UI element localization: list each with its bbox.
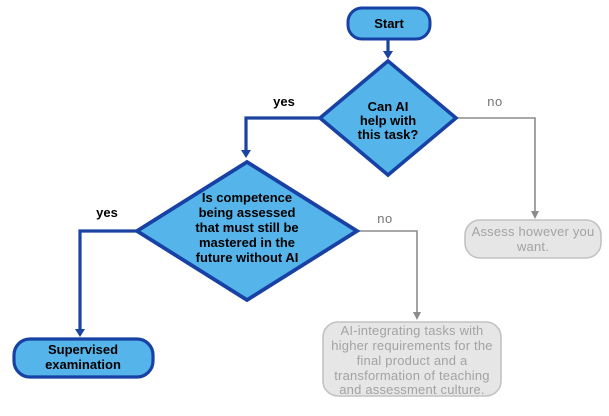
arrowhead-down-icon — [241, 150, 251, 158]
arrowhead-down-icon — [75, 329, 85, 337]
ai-integrating-node-shape — [322, 321, 502, 397]
edge-decision2-yes — [75, 229, 137, 337]
supervised-line2: examination — [45, 357, 121, 372]
decision1-line1: Can AI — [368, 99, 409, 114]
ai-integrating-line4: transformation of teaching — [334, 368, 490, 383]
edge-label-yes-1: yes — [273, 94, 295, 109]
decision-node-can-ai-help: Can AI help with this task? — [317, 58, 459, 178]
start-node: Start — [346, 6, 432, 41]
decision2-line5: future without AI — [196, 250, 299, 265]
edge-start-to-decision1 — [383, 39, 393, 59]
decision-diamond-shape — [133, 159, 361, 303]
edge-line — [357, 230, 418, 312]
edge-label-no-1: no — [487, 94, 502, 109]
edge-line — [456, 117, 536, 211]
decision2-line4: mastered in the — [199, 235, 295, 250]
ai-integrating-line2: higher requirements for the — [331, 338, 492, 353]
assess-however-node: Assess however you want. — [464, 219, 602, 259]
edge-label-yes-2: yes — [96, 205, 118, 220]
edge-label-no-2: no — [377, 211, 392, 226]
ai-integrating-node: AI-integrating tasks with higher require… — [322, 321, 502, 397]
assess-line1: Assess however you — [472, 224, 595, 239]
decision-diamond-shape — [317, 58, 459, 178]
assess-line2: want. — [516, 239, 549, 254]
arrowhead-down-icon — [413, 312, 421, 320]
ai-integrating-line1: AI-integrating tasks with — [340, 323, 483, 338]
arrowhead-down-icon — [531, 211, 539, 219]
ai-integrating-line5: and assessment culture. — [339, 382, 485, 397]
edge-line — [78, 229, 137, 329]
supervised-examination-node: Supervised examination — [12, 337, 155, 379]
arrowhead-down-icon — [383, 51, 393, 59]
decision2-line3: that must still be — [195, 220, 298, 235]
edge-decision2-no — [357, 230, 421, 320]
start-node-label: Start — [374, 16, 404, 31]
edge-decision1-no — [456, 117, 539, 219]
ai-integrating-line3: final product and a — [357, 353, 468, 368]
decision2-line1: Is competence — [202, 190, 292, 205]
edge-decision1-yes — [241, 116, 319, 158]
decision1-line2: help with — [360, 113, 416, 128]
supervised-line1: Supervised — [48, 342, 118, 357]
supervised-node-shape — [12, 337, 155, 379]
decision-node-competence: Is competence being assessed that must s… — [133, 159, 361, 303]
start-node-shape — [346, 6, 432, 41]
assess-node-shape — [464, 219, 602, 259]
decision2-line2: being assessed — [199, 205, 296, 220]
edge-line — [244, 116, 319, 150]
decision1-line3: this task? — [358, 127, 419, 142]
